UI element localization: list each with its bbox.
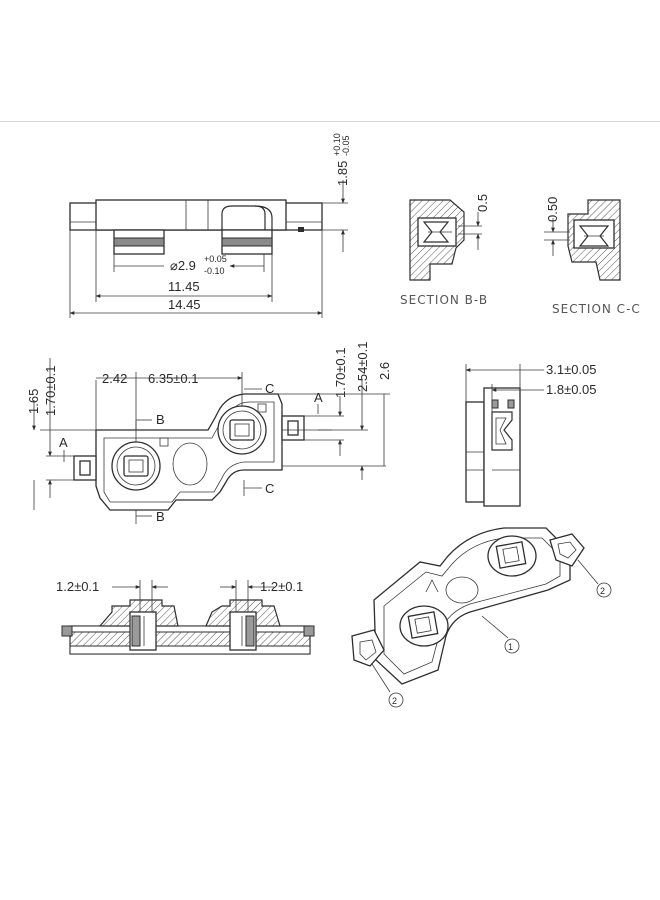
inner-width-dimension: 1.8±0.05 bbox=[546, 382, 597, 397]
section-c-marker-top: C bbox=[265, 381, 274, 396]
center-distance-dimension: 2.54±0.1 bbox=[355, 341, 370, 392]
section-c-label: SECTION C-C bbox=[552, 302, 641, 316]
section-a-view: 1.2±0.1 1.2±0.1 bbox=[56, 579, 315, 655]
iso-pin-right bbox=[549, 533, 585, 567]
left-slot-dimension: 1.2±0.1 bbox=[56, 579, 99, 594]
callout-2-circle-right bbox=[596, 582, 612, 598]
side-body bbox=[483, 387, 521, 507]
pin-right-dimension: 1.70±0.1 bbox=[333, 347, 348, 398]
total-height-dimension: 2.6 bbox=[377, 362, 392, 380]
hole-tolerance-upper: +0.05 bbox=[204, 254, 227, 264]
callout-2-circle-left bbox=[388, 692, 404, 708]
section-b-dimension: 0.5 bbox=[475, 194, 490, 212]
iso-pin-left bbox=[351, 629, 385, 667]
pin-left-dimension: 1.70±0.1 bbox=[43, 365, 58, 416]
section-b-marker-bottom: B bbox=[156, 509, 165, 524]
front-view: 1.85 +0.10 -0.05 ⌀2.9 +0.05 -0.10 11.45 … bbox=[69, 133, 351, 318]
section-b-b: 0.5 SECTION B-B bbox=[400, 194, 490, 307]
section-c-marker-bottom: C bbox=[265, 481, 274, 496]
section-b-label: SECTION B-B bbox=[400, 293, 488, 307]
top-divider bbox=[0, 121, 660, 122]
offset-dimension: 2.42 bbox=[102, 371, 127, 386]
side-view: 3.1±0.05 1.8±0.05 bbox=[465, 362, 597, 507]
callout-1-label: 1 bbox=[508, 642, 513, 652]
callout-2-label-right: 2 bbox=[600, 586, 605, 596]
hole-dimension: ⌀2.9 bbox=[170, 258, 196, 273]
total-length-dimension: 14.45 bbox=[168, 297, 201, 312]
section-a-marker-left: A bbox=[59, 435, 68, 450]
isometric-view: 1 2 2 bbox=[351, 527, 612, 708]
section-b-marker-top: B bbox=[156, 412, 165, 427]
section-c-c: 0.50 SECTION C-C bbox=[544, 197, 641, 316]
callout-1-circle bbox=[504, 638, 520, 654]
pitch-dimension: 6.35±0.1 bbox=[148, 371, 199, 386]
callout-2-label-left: 2 bbox=[392, 696, 397, 706]
section-a-marker-right: A bbox=[314, 390, 323, 405]
iso-center-oval bbox=[445, 576, 479, 604]
hole-tolerance-lower: -0.10 bbox=[204, 266, 225, 276]
right-slot-dimension: 1.2±0.1 bbox=[260, 579, 303, 594]
height-tolerance-lower: -0.05 bbox=[341, 135, 351, 156]
section-c-dimension: 0.50 bbox=[545, 197, 560, 222]
iso-body bbox=[373, 527, 571, 685]
outer-width-dimension: 3.1±0.05 bbox=[546, 362, 597, 377]
body-height-dimension: 1.65 bbox=[26, 389, 41, 414]
top-view: 2.42 6.35±0.1 1.70±0.1 1.65 1.70±0.1 2.5… bbox=[26, 341, 392, 524]
top-center-oval bbox=[172, 442, 208, 486]
height-dimension: 1.85 bbox=[335, 161, 350, 186]
front-housing bbox=[95, 199, 287, 231]
inner-length-dimension: 11.45 bbox=[168, 279, 200, 294]
height-tolerance-upper: +0.10 bbox=[332, 133, 342, 156]
